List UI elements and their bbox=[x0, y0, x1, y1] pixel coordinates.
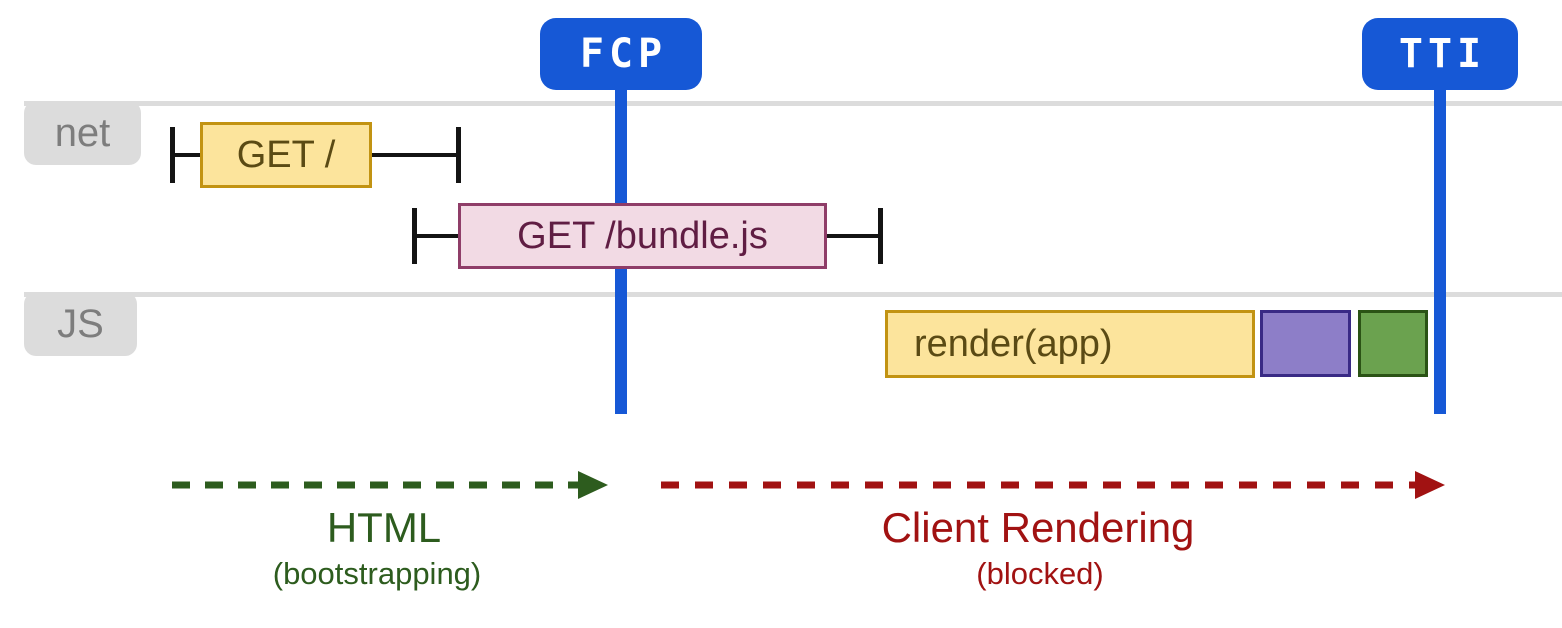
short-task-purple-box bbox=[1260, 310, 1351, 377]
short-task-green-box bbox=[1358, 310, 1428, 377]
render-app-task-box: render(app) bbox=[885, 310, 1255, 378]
get-bundle-start-tick bbox=[412, 208, 417, 264]
net-lane-label-text: net bbox=[54, 110, 111, 155]
get-bundle-request-box: GET /bundle.js bbox=[458, 203, 827, 269]
fcp-badge-label: FCP bbox=[579, 31, 668, 77]
client-rendering-phase-subtitle: (blocked) bbox=[976, 556, 1104, 591]
js-lane-label: JS bbox=[24, 292, 137, 356]
get-root-start-connector bbox=[175, 153, 200, 157]
get-bundle-end-tick bbox=[878, 208, 883, 264]
get-bundle-end-connector bbox=[827, 234, 878, 238]
get-root-request-label: GET / bbox=[236, 133, 336, 176]
net-lane-label: net bbox=[24, 101, 141, 165]
js-lane-line bbox=[24, 292, 1562, 297]
html-phase-title: HTML bbox=[326, 504, 442, 551]
render-app-task-label: render(app) bbox=[914, 322, 1113, 365]
fcp-badge: FCP bbox=[540, 18, 702, 90]
net-lane-line bbox=[24, 101, 1562, 106]
get-root-request-box: GET / bbox=[200, 122, 372, 188]
get-bundle-start-connector bbox=[417, 234, 458, 238]
html-phase-subtitle: (bootstrapping) bbox=[272, 556, 482, 591]
tti-badge: TTI bbox=[1362, 18, 1518, 90]
get-root-start-tick bbox=[170, 127, 175, 183]
get-root-end-connector bbox=[372, 153, 456, 157]
client-phase-arrowhead-icon bbox=[1415, 471, 1445, 499]
html-phase-arrowhead-icon bbox=[578, 471, 608, 499]
get-root-end-tick bbox=[456, 127, 461, 183]
tti-marker-line bbox=[1434, 88, 1446, 414]
tti-badge-label: TTI bbox=[1398, 31, 1487, 77]
js-lane-label-text: JS bbox=[57, 301, 104, 346]
get-bundle-request-label: GET /bundle.js bbox=[517, 214, 768, 257]
client-rendering-phase-title: Client Rendering bbox=[881, 504, 1195, 551]
